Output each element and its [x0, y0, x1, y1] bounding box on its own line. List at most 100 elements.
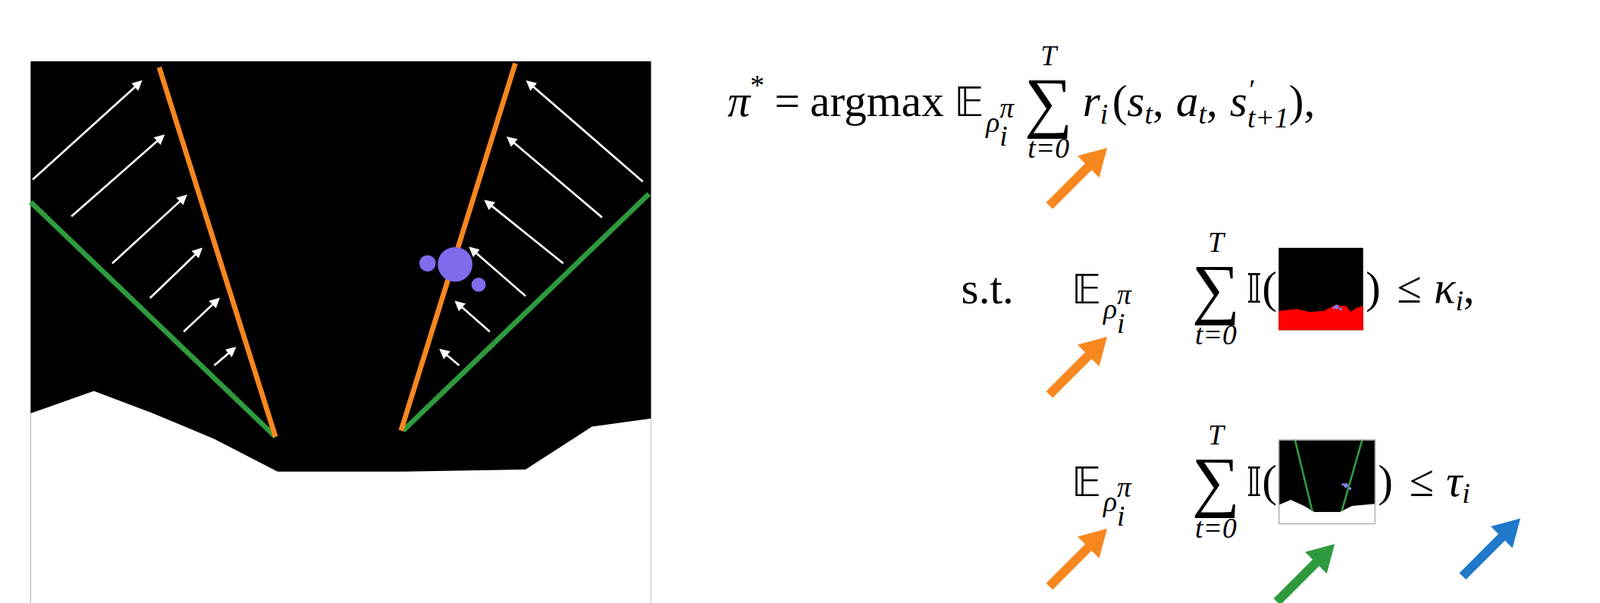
orange-arrow — [1049, 336, 1108, 395]
sum-limit: t=0 — [1195, 320, 1237, 350]
math-symbol: , — [1206, 79, 1218, 125]
superscript: π — [999, 94, 1014, 123]
thumb-lander — [1344, 483, 1350, 488]
formula-group: 𝔼ρπi — [1071, 260, 1132, 317]
formula-group: π*=argmax — [727, 79, 944, 125]
orange-boundary — [401, 62, 516, 430]
math-symbol: ) — [1365, 266, 1381, 311]
math-symbol: ≤ — [1396, 266, 1422, 311]
expectation-symbol: 𝔼 — [1071, 461, 1102, 502]
formula-group: 𝔼ρπi — [953, 73, 1014, 131]
math-symbol: ) — [1377, 459, 1393, 505]
sky-panel — [30, 61, 651, 603]
sum-limit: T — [1207, 420, 1224, 450]
sum-limit: T — [1040, 41, 1057, 71]
math-symbol: ( — [1261, 266, 1277, 311]
thumb-sky — [1279, 247, 1365, 330]
force-arrow — [470, 247, 526, 296]
math-symbol: argmax — [809, 79, 944, 125]
math-symbol: r — [1082, 79, 1101, 125]
summation: T∑t=0 — [1192, 420, 1240, 543]
thumb-boundary — [1342, 439, 1363, 511]
boundary-thumbnail — [1279, 439, 1377, 524]
expectation-symbol: 𝔼 — [1071, 268, 1102, 310]
force-arrow — [456, 301, 490, 332]
formula-group: ri(st,at,s′t+1), — [1082, 73, 1315, 131]
force-arrow — [112, 195, 186, 264]
script-stack: πi — [999, 94, 1014, 151]
formula-group: T∑t=0 — [1024, 41, 1073, 164]
thumb-boundary — [1295, 439, 1313, 511]
subscript: i — [1116, 501, 1125, 531]
summation: T∑t=0 — [1024, 41, 1073, 164]
math-symbol: , — [1152, 79, 1164, 125]
orange-arrow — [1049, 528, 1108, 587]
green-arrow — [1276, 543, 1335, 602]
math-symbol: , — [1303, 79, 1315, 125]
force-arrow — [214, 348, 236, 366]
force-arrow — [508, 138, 603, 218]
force-arrow — [71, 135, 164, 217]
crash-thumbnail — [1279, 247, 1365, 330]
formula-group: s.t. — [961, 266, 1014, 311]
subscript: t — [1198, 100, 1206, 129]
superscript: ′ — [1247, 75, 1254, 105]
lander-body — [437, 247, 473, 283]
blue-arrow — [1462, 518, 1521, 577]
thumb-lander — [1342, 483, 1345, 486]
math-symbol: ( — [1261, 459, 1277, 505]
expectation-symbol: 𝕀 — [1245, 268, 1262, 310]
formula-group: T∑t=0𝕀( )≤κi, — [1192, 228, 1475, 350]
thumb-lander — [1349, 486, 1353, 490]
script-stack: πi — [1116, 473, 1132, 531]
superscript: * — [749, 71, 765, 101]
expectation-symbol: 𝔼 — [953, 81, 984, 123]
sum-limit: t=0 — [1195, 513, 1237, 543]
math-symbol: , — [1463, 266, 1475, 311]
subscript: t — [1144, 100, 1152, 129]
formula-group: T∑t=0𝕀( )≤τi — [1192, 420, 1471, 543]
force-arrow — [440, 350, 459, 366]
math-symbol: a — [1176, 79, 1199, 125]
force-arrows — [32, 81, 644, 366]
math-symbol: s — [1229, 79, 1248, 125]
thumb-lander — [1339, 307, 1343, 311]
force-arrow — [150, 248, 201, 299]
sum-sign: ∑ — [1024, 69, 1073, 134]
superscript: π — [1116, 473, 1132, 502]
force-arrow — [486, 200, 564, 264]
math-symbol: κ — [1433, 266, 1456, 311]
force-arrow — [32, 81, 142, 180]
summation: T∑t=0 — [1192, 228, 1240, 350]
lander-part — [471, 277, 487, 292]
lander-part — [419, 254, 437, 272]
subscript: ρ — [1103, 487, 1117, 517]
math-symbol: ( — [1112, 79, 1128, 125]
subscript: ρ — [985, 108, 1000, 138]
math-symbol: ≤ — [1408, 459, 1434, 505]
sum-sign: ∑ — [1192, 449, 1240, 514]
subscript: i — [1455, 286, 1463, 316]
subscript: i — [1100, 100, 1108, 129]
formula-group: 𝔼ρπi — [1071, 452, 1132, 510]
sum-limit: t=0 — [1027, 134, 1070, 164]
thumb-terrain — [1279, 499, 1377, 524]
orange-boundary — [159, 67, 276, 437]
thumb-terrain — [1279, 305, 1365, 330]
subscript: i — [1116, 309, 1125, 339]
math-symbol: τ — [1446, 459, 1462, 505]
thumb-sky — [1279, 439, 1377, 524]
force-arrow — [527, 81, 644, 182]
thumb-lander — [1334, 304, 1340, 309]
script-stack: ′t+1 — [1247, 75, 1290, 133]
math-symbol: π — [727, 79, 750, 125]
subscript: i — [999, 122, 1008, 151]
math-symbol: = — [774, 79, 800, 125]
sum-limit: T — [1207, 228, 1224, 258]
terrain — [30, 390, 651, 603]
force-arrow — [183, 298, 219, 332]
thumb-frame — [1279, 439, 1375, 524]
subscript: i — [1461, 479, 1470, 509]
sum-sign: ∑ — [1192, 257, 1240, 321]
